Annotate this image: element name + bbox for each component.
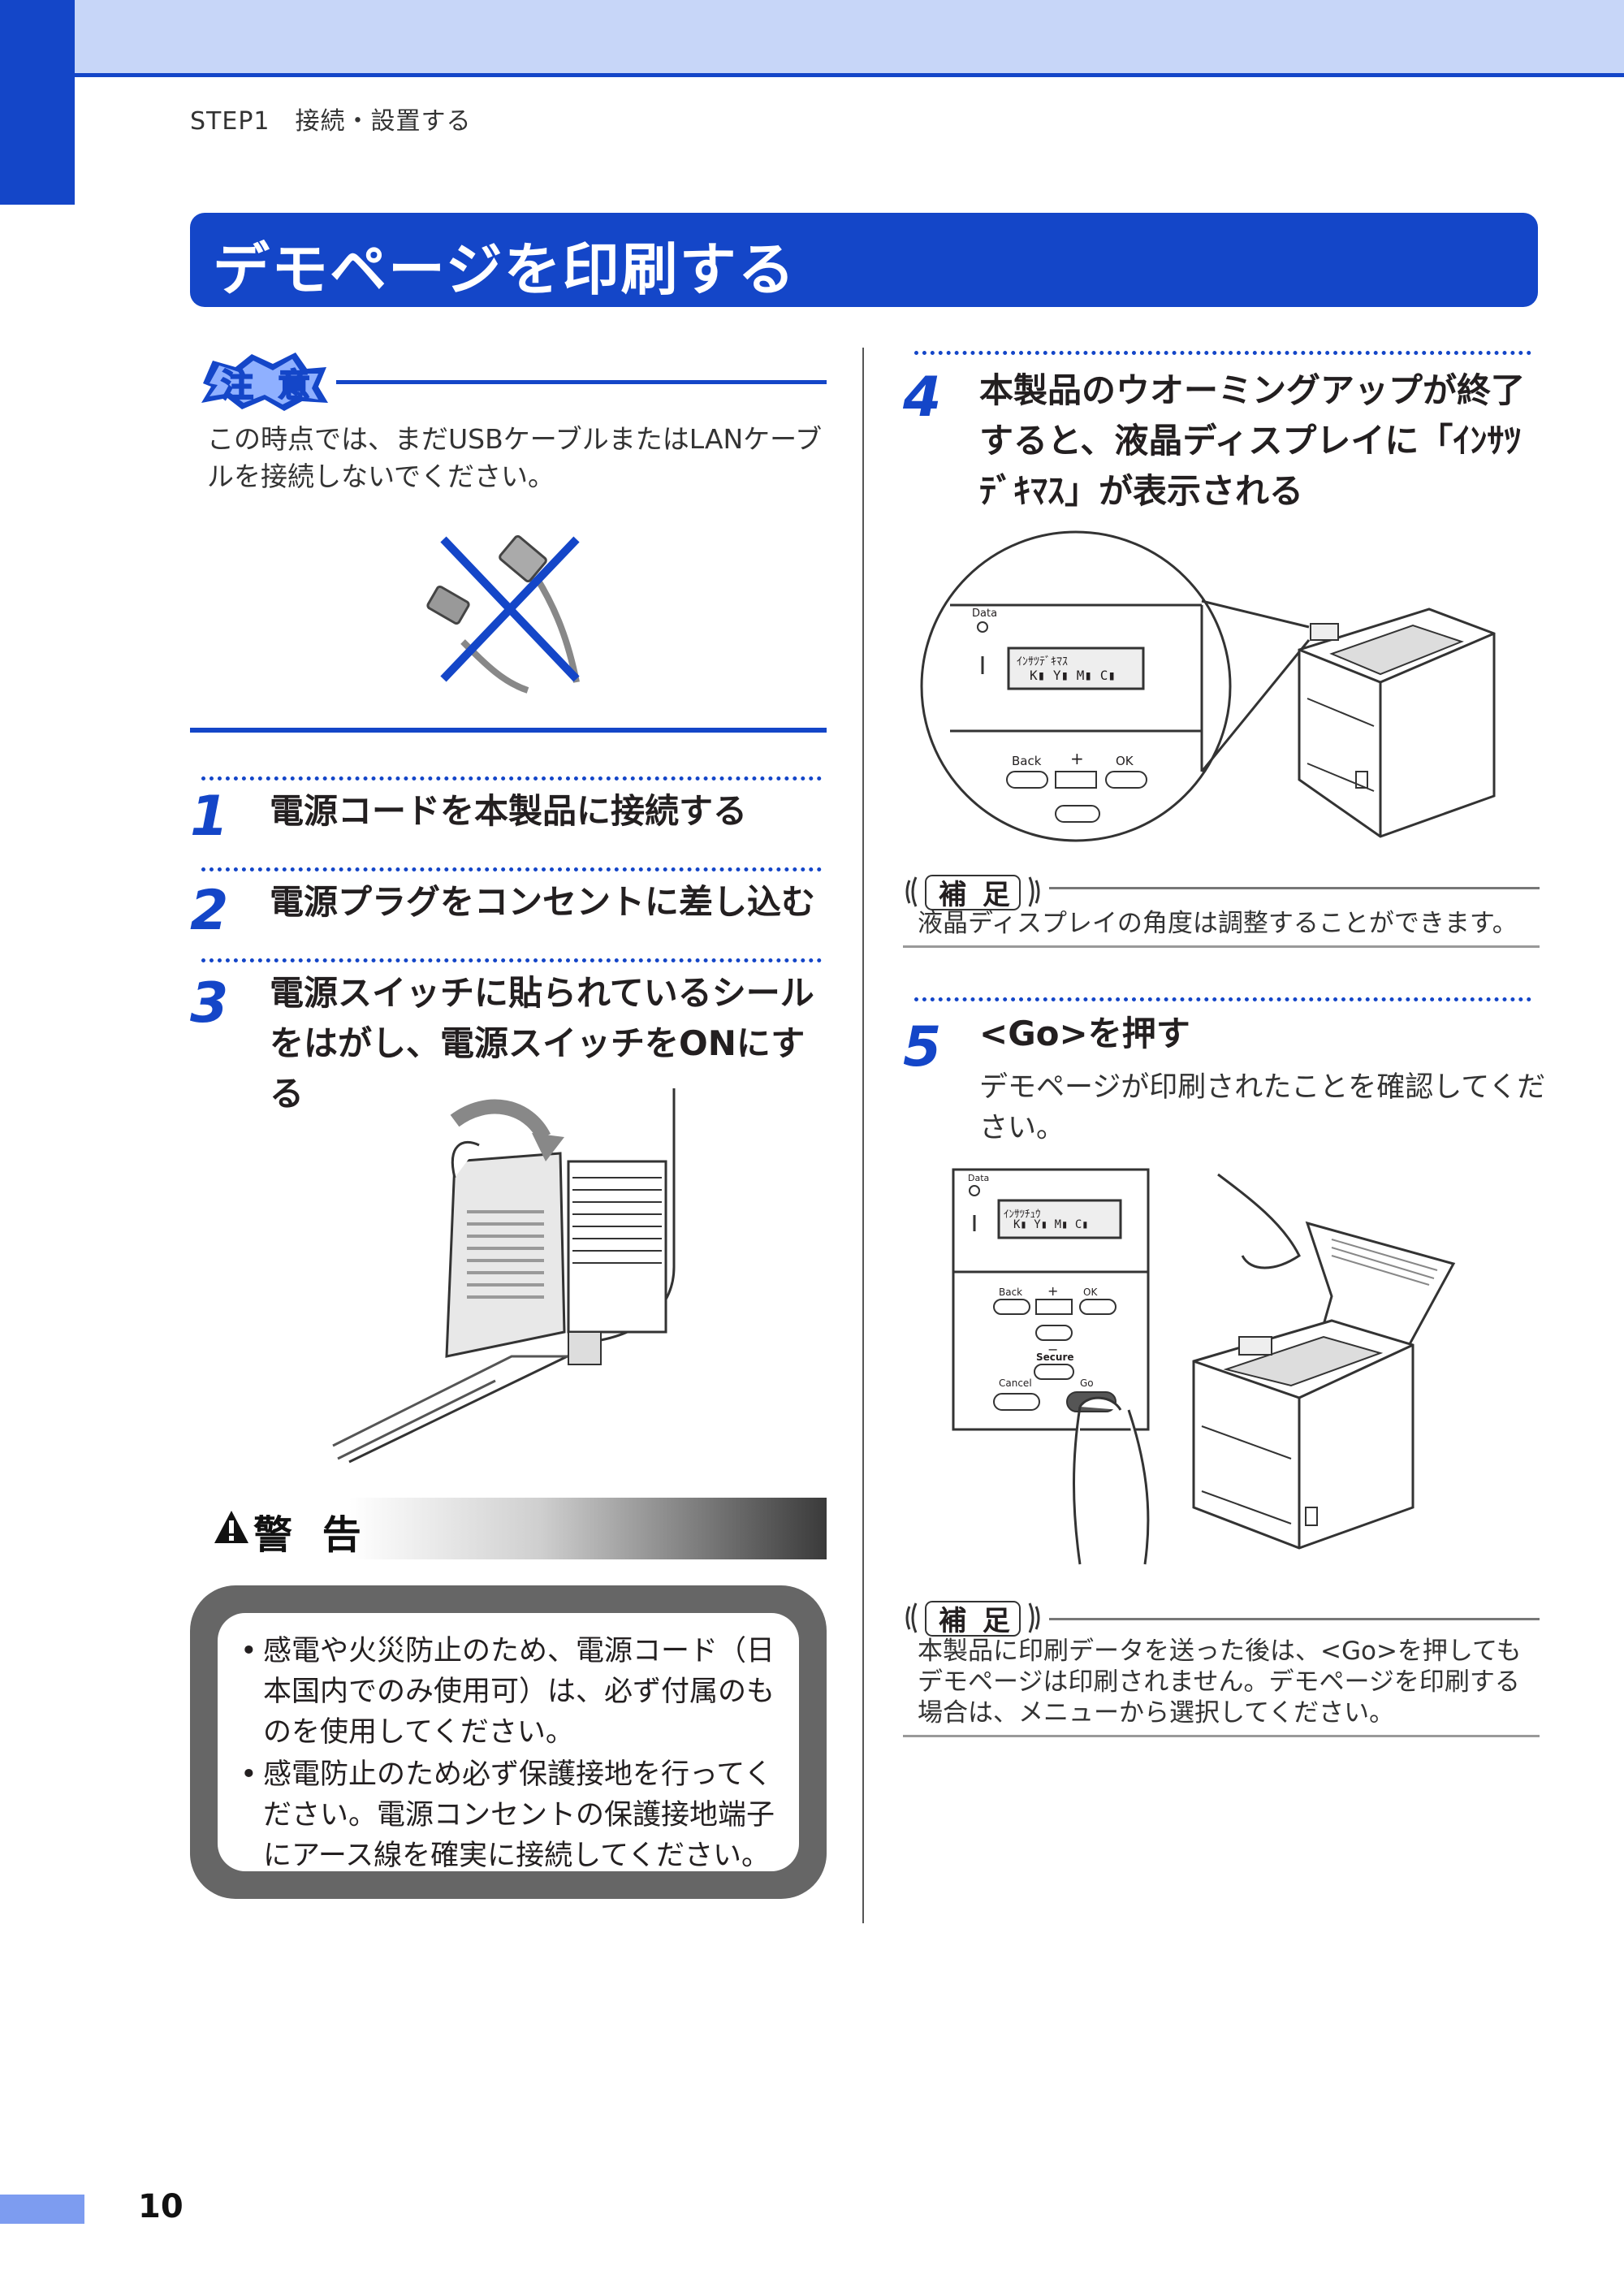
supplement-badge-label: 補 足 — [939, 1605, 1013, 1637]
note-rule — [1049, 1618, 1540, 1620]
step-title: 電源プラグをコンセントに差し込む — [270, 882, 816, 922]
lcd-line-1: ｲﾝｻﾂﾃﾞｷﾏｽ — [1017, 655, 1068, 668]
breadcrumb: STEP1 接続・設置する — [190, 107, 472, 136]
supplement-badge-label: 補 足 — [939, 879, 1013, 911]
caution-bottom-rule — [190, 728, 827, 733]
warning-item: 感電防止のため必ず保護接地を行ってください。電源コンセントの保護接地端子にアース… — [240, 1754, 793, 1876]
printer-lcd-illustration — [920, 530, 1496, 842]
note-bottom-rule — [903, 945, 1540, 948]
secure-button-label: Secure — [1036, 1351, 1074, 1363]
note-bottom-rule — [903, 1735, 1540, 1737]
warning-label: 警 告 — [253, 1512, 369, 1558]
cancel-button-label: Cancel — [999, 1377, 1032, 1389]
title-bar — [190, 213, 1538, 307]
warning-list: 感電や火災防止のため、電源コード（日本国内でのみ使用可）は、必ず付属のものを使用… — [240, 1631, 793, 1878]
step-number: 2 — [190, 879, 229, 943]
step-title: 本製品のウオーミングアップが終了すると、液晶ディスプレイに「ｲﾝｻﾂﾃﾞｷﾏｽ」… — [979, 370, 1526, 511]
step-separator — [201, 867, 822, 871]
minus-button-label: − — [1047, 1342, 1059, 1357]
step-number: 5 — [903, 1015, 942, 1079]
go-button-label: Go — [1080, 1377, 1094, 1389]
lcd-line-2: K▮ Y▮ M▮ C▮ — [1013, 1218, 1089, 1231]
back-button-label: Back — [1012, 754, 1042, 768]
caution-rule — [336, 380, 827, 384]
panel-data-label: Data — [968, 1173, 990, 1183]
panel-data-label: Data — [972, 608, 998, 620]
column-divider — [862, 348, 864, 1923]
note-rule — [1049, 887, 1540, 889]
step-title: 電源コードを本製品に接続する — [270, 791, 748, 831]
caution-burst-icon — [201, 352, 328, 411]
step-separator — [201, 958, 822, 962]
step-title: 電源スイッチに貼られているシールをはがし、電源スイッチをONにする — [270, 973, 814, 1114]
plus-button-label: + — [1070, 749, 1084, 768]
note-text: 本製品に印刷データを送った後は、<Go>を押してもデモページは印刷されません。デ… — [918, 1637, 1522, 1728]
cable-crossed-illustration — [426, 534, 580, 694]
caution-badge: 注 意 — [195, 351, 331, 411]
note-text: 液晶ディスプレイの角度は調整することができます。 — [918, 909, 1518, 938]
lcd-line-2: K▮ Y▮ M▮ C▮ — [1030, 668, 1116, 683]
supplement-badge-icon — [905, 1601, 1040, 1637]
step-number: 3 — [190, 971, 229, 1036]
step-body: デモページが印刷されたことを確認してください。 — [979, 1071, 1546, 1144]
caution-text: この時点では、まだUSBケーブルまたはLANケーブルを接続しないでください。 — [207, 423, 823, 492]
page-title: デモページを印刷する — [213, 236, 797, 303]
step-separator — [201, 776, 822, 781]
warning-triangle-icon — [214, 1511, 248, 1543]
step-title: <Go>を押す — [979, 1014, 1190, 1053]
warning-bar — [190, 1498, 827, 1559]
chapter-tab — [0, 0, 75, 205]
back-button-label: Back — [999, 1287, 1023, 1298]
page-number-tab — [0, 2195, 84, 2224]
plus-button-label: + — [1047, 1283, 1059, 1299]
step-number: 4 — [903, 365, 942, 430]
power-switch-illustration — [332, 1088, 676, 1464]
step-number: 1 — [190, 785, 229, 849]
supplement-badge-icon — [905, 875, 1040, 910]
caution-badge-label: 注 意 — [220, 366, 317, 405]
step-separator — [914, 351, 1531, 355]
top-band — [0, 0, 1624, 77]
ok-button-label: OK — [1116, 754, 1134, 768]
ok-button-label: OK — [1083, 1287, 1098, 1298]
page-number: 10 — [138, 2188, 184, 2225]
step-separator — [914, 997, 1531, 1001]
go-button-illustration — [952, 1168, 1456, 1565]
lcd-line-1: ｲﾝｻﾂﾁｭｳ — [1004, 1209, 1041, 1221]
warning-item: 感電や火災防止のため、電源コード（日本国内でのみ使用可）は、必ず付属のものを使用… — [240, 1631, 793, 1753]
